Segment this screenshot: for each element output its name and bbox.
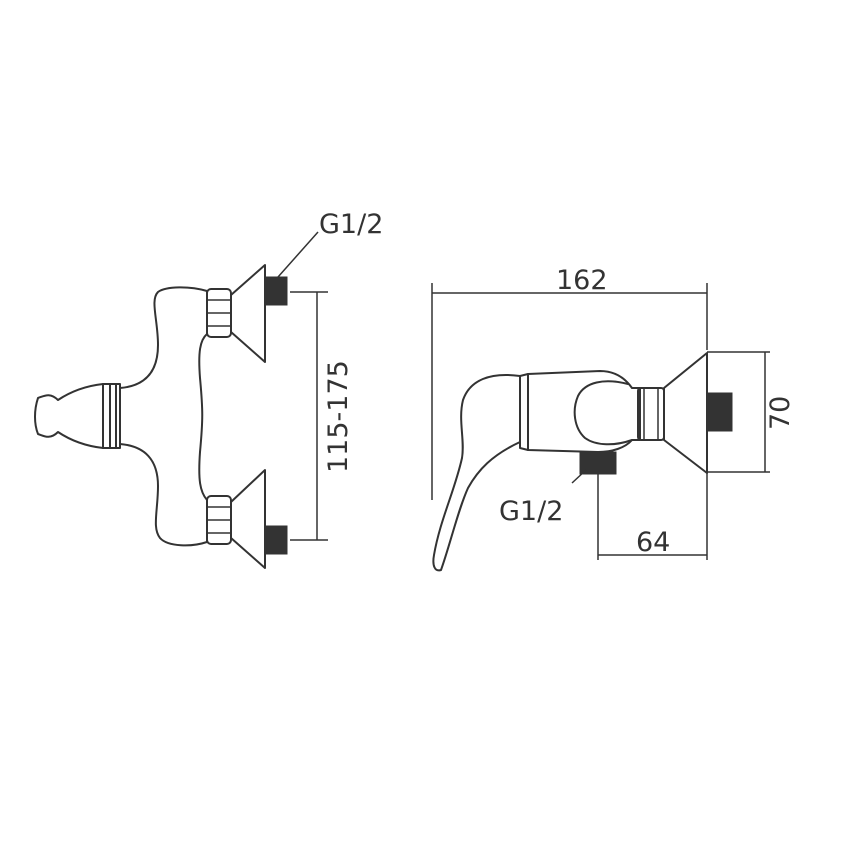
upper-hex-nut <box>206 288 232 338</box>
height-dimension-label: 70 <box>765 396 796 430</box>
side-cartridge-cap <box>573 380 633 446</box>
side-view: 162 G1/2 70 64 <box>431 265 796 572</box>
spacing-dimension-label: 115-175 <box>323 360 354 473</box>
side-flange <box>663 352 708 474</box>
side-lever <box>432 374 521 572</box>
upper-thread-connector <box>265 276 288 306</box>
side-thread-connector <box>707 392 733 432</box>
front-thread-leader <box>277 231 319 278</box>
side-thread-leader <box>571 469 587 484</box>
front-handle <box>34 383 117 449</box>
lower-thread-connector <box>265 525 288 555</box>
upper-flange <box>230 264 266 363</box>
lower-hex-nut <box>206 495 232 545</box>
side-hex-nut <box>637 387 665 441</box>
front-body <box>119 286 208 547</box>
depth-dimension-label: 64 <box>636 527 670 558</box>
front-thread-label: G1/2 <box>319 209 383 240</box>
lower-flange <box>230 469 266 569</box>
width-dimension-label: 162 <box>556 265 608 296</box>
side-thread-label: G1/2 <box>499 496 563 527</box>
front-view: G1/2 115-175 <box>34 209 383 569</box>
